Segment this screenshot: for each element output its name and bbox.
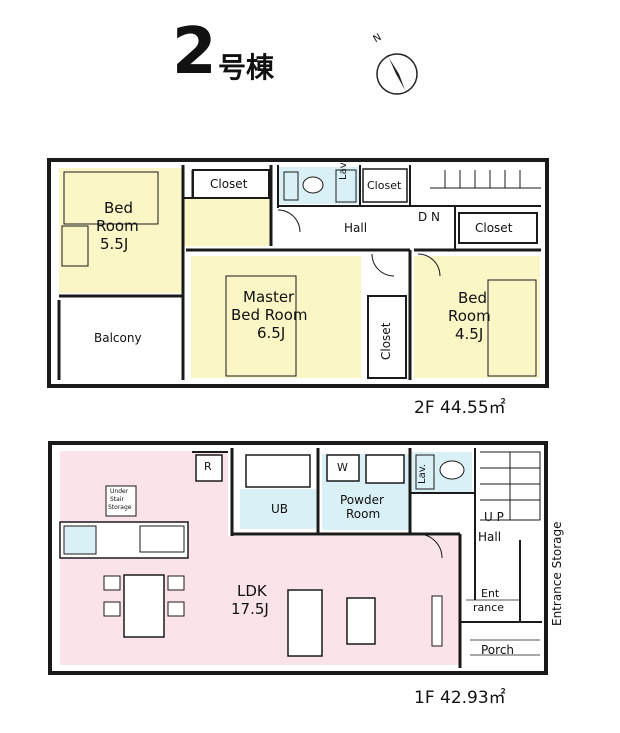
ldk-label-2: 17.5J bbox=[231, 600, 269, 618]
hall-1f-label: Hall bbox=[478, 530, 502, 544]
refrigerator-label: R bbox=[204, 460, 212, 473]
master-bedroom-label-3: 6.5J bbox=[257, 324, 286, 342]
closet-2-label: Closet bbox=[367, 179, 402, 192]
balcony-label: Balcony bbox=[94, 331, 142, 345]
under-stair-label-2: Stair bbox=[110, 496, 124, 503]
ldk-label-1: LDK bbox=[237, 582, 267, 600]
entrance-label-1: Ent bbox=[481, 587, 500, 600]
master-bedroom-label-1: Master bbox=[243, 288, 295, 306]
bedroom-1-ext-fill bbox=[183, 198, 271, 246]
floor-1-plan bbox=[48, 441, 548, 675]
bedroom-2-label-2: Room bbox=[448, 307, 491, 325]
closet-4-label: Closet bbox=[379, 322, 393, 360]
lav-2f-label: Lav. bbox=[338, 159, 349, 180]
floor-2-plan bbox=[47, 158, 549, 388]
bedroom-1-label-3: 5.5J bbox=[100, 235, 129, 253]
ub-fill bbox=[240, 489, 316, 529]
powder-room-label-2: Room bbox=[346, 507, 381, 521]
closet-1-label: Closet bbox=[210, 177, 248, 191]
ldk-fill-2 bbox=[228, 536, 460, 665]
bedroom-1-label-1: Bed bbox=[104, 199, 134, 217]
up-label: U P bbox=[484, 510, 504, 524]
building-suffix: 号棟 bbox=[218, 51, 275, 84]
washer-label: W bbox=[337, 461, 348, 474]
bedroom-1-label-2: Room bbox=[96, 217, 139, 235]
lav-1f-label: Lav. bbox=[417, 463, 428, 484]
bedroom-1-fill bbox=[59, 168, 183, 293]
master-bedroom-label-2: Bed Room bbox=[231, 306, 308, 324]
entrance-label-2: rance bbox=[473, 601, 505, 614]
under-stair-label-3: Storage bbox=[108, 504, 132, 511]
closet-3-label: Closet bbox=[475, 221, 513, 235]
bedroom-2-label-1: Bed bbox=[458, 289, 488, 307]
entrance-storage-label: Entrance Storage bbox=[550, 521, 564, 626]
bedroom-2-label-3: 4.5J bbox=[455, 325, 484, 343]
under-stair-label-1: Under bbox=[110, 488, 129, 495]
floor-1-area: 1F 42.93㎡ bbox=[414, 688, 506, 708]
floor-2-area: 2F 44.55㎡ bbox=[414, 398, 506, 418]
building-number: 2 bbox=[172, 15, 217, 89]
powder-room-label-1: Powder bbox=[340, 493, 384, 507]
porch-label: Porch bbox=[481, 643, 515, 657]
dn-label: D N bbox=[418, 210, 441, 224]
compass-icon bbox=[376, 53, 418, 95]
bedroom-2-fill bbox=[414, 256, 540, 378]
hall-2f-label: Hall bbox=[344, 221, 368, 235]
ub-label: UB bbox=[271, 502, 289, 516]
